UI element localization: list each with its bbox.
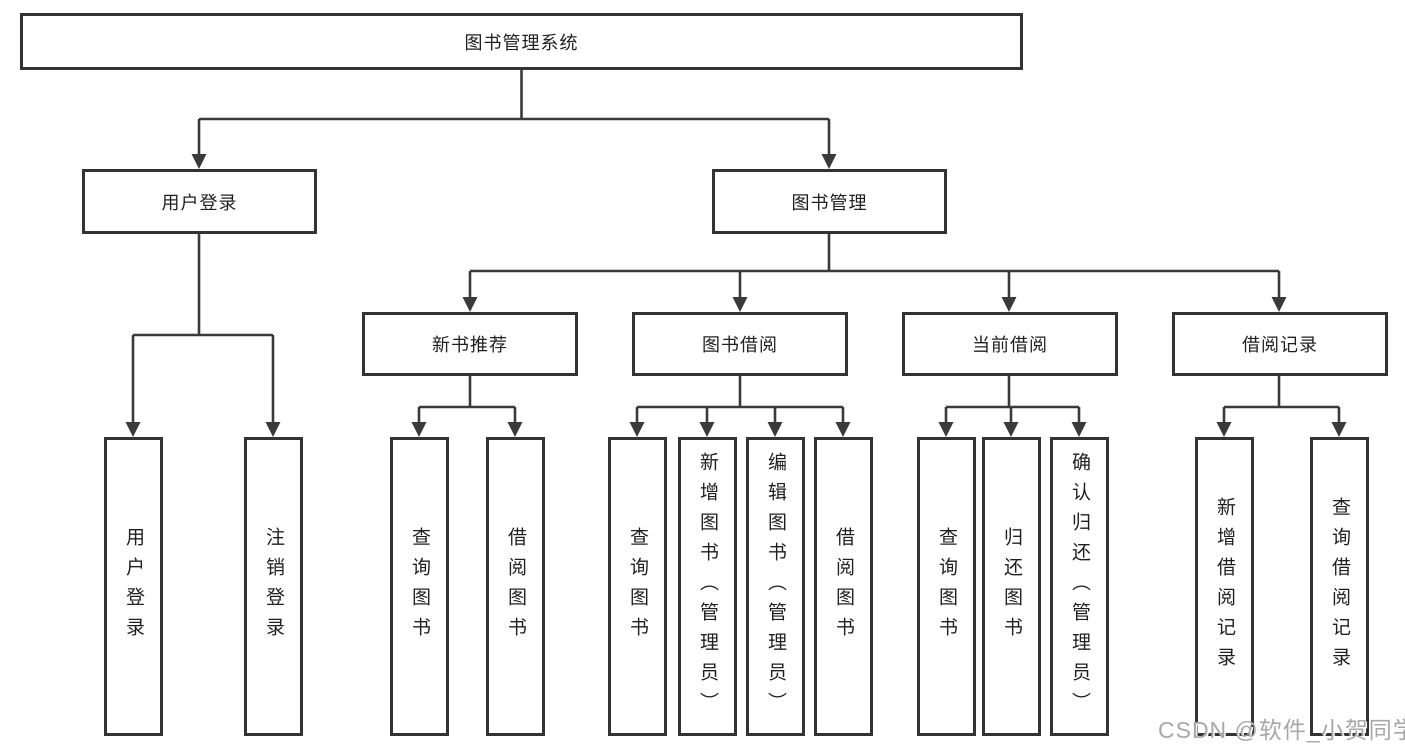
leaf-borrow-books-borrowing: 借阅图书 — [814, 437, 873, 736]
leaf-query-borrow-record: 查询借阅记录 — [1310, 437, 1369, 736]
node-label: 借阅记录 — [1242, 335, 1318, 355]
leaf-label: 确认归还（管理员） — [1069, 451, 1090, 722]
leaf-label: 查询图书 — [409, 526, 430, 647]
node-new-book-recommend: 新书推荐 — [362, 312, 578, 376]
leaf-label: 查询借阅记录 — [1329, 496, 1350, 677]
leaf-label: 查询图书 — [936, 526, 957, 647]
leaf-confirm-return-admin: 确认归还（管理员） — [1050, 437, 1109, 736]
leaf-label: 借阅图书 — [833, 526, 854, 647]
leaf-query-books-borrowing: 查询图书 — [608, 437, 667, 736]
leaf-query-books-current: 查询图书 — [917, 437, 976, 736]
leaf-label: 查询图书 — [627, 526, 648, 647]
leaf-label: 新增图书（管理员） — [697, 451, 718, 722]
node-label: 图书管理系统 — [464, 32, 579, 53]
leaf-add-borrow-record: 新增借阅记录 — [1195, 437, 1254, 736]
leaf-label: 借阅图书 — [505, 526, 526, 647]
leaf-label: 编辑图书（管理员） — [765, 451, 786, 722]
node-label: 当前借阅 — [972, 335, 1048, 355]
leaf-label: 归还图书 — [1001, 526, 1022, 647]
node-book-management-branch: 图书管理 — [712, 169, 947, 234]
leaf-add-books-admin: 新增图书（管理员） — [678, 437, 737, 736]
leaf-user-login: 用户登录 — [104, 437, 163, 736]
leaf-logout-login: 注销登录 — [244, 437, 303, 736]
leaf-borrow-books-recommend: 借阅图书 — [486, 437, 545, 736]
node-current-borrowing: 当前借阅 — [902, 312, 1118, 376]
node-book-borrowing: 图书借阅 — [632, 312, 848, 376]
csdn-watermark: CSDN @软件_小贺同学 — [1158, 717, 1405, 743]
leaf-label: 用户登录 — [123, 526, 144, 647]
leaf-edit-books-admin: 编辑图书（管理员） — [746, 437, 805, 736]
leaf-query-books-recommend: 查询图书 — [390, 437, 449, 736]
node-borrowing-records: 借阅记录 — [1172, 312, 1388, 376]
leaf-return-books: 归还图书 — [982, 437, 1041, 736]
node-library-management-system: 图书管理系统 — [20, 13, 1023, 70]
node-label: 图书借阅 — [702, 335, 778, 355]
leaf-label: 注销登录 — [263, 526, 284, 647]
node-user-login-branch: 用户登录 — [82, 169, 317, 234]
leaf-label: 新增借阅记录 — [1214, 496, 1235, 677]
node-label: 新书推荐 — [432, 335, 508, 355]
node-label: 图书管理 — [791, 192, 868, 213]
node-label: 用户登录 — [161, 192, 238, 213]
